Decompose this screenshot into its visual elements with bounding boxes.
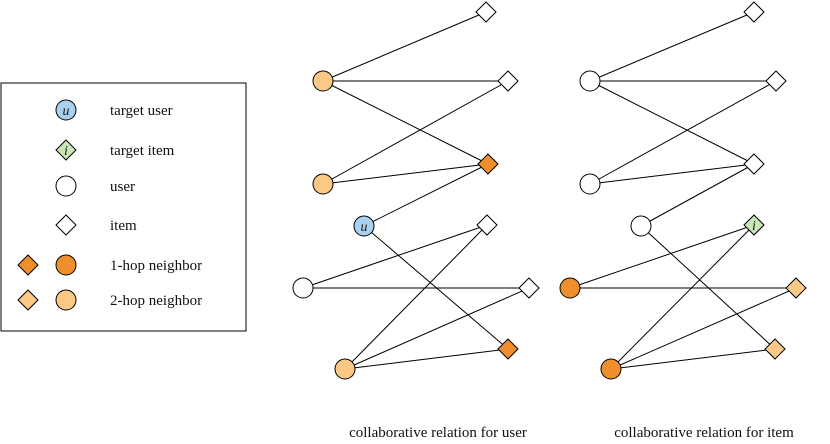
user-node <box>312 70 334 92</box>
item-node <box>497 70 519 92</box>
target-user-symbol: u <box>361 220 368 235</box>
edge-u3-i3 <box>640 163 755 227</box>
edge-u1-i3 <box>322 80 489 165</box>
item-node <box>743 153 765 175</box>
edge-u1-i1 <box>589 11 755 82</box>
user-node <box>292 277 314 299</box>
legend-hop1-label: 1-hop neighbor <box>110 258 202 274</box>
user-node <box>579 173 601 195</box>
legend-target-user-symbol: u <box>63 104 70 119</box>
edge-u5-i5 <box>610 287 797 370</box>
item-node <box>743 214 765 236</box>
legend-hop1-item-icon <box>17 254 39 276</box>
item-node <box>518 277 540 299</box>
user-node <box>630 215 652 237</box>
legend-target-user-icon <box>55 99 77 121</box>
item-node <box>477 153 499 175</box>
item-node <box>476 214 498 236</box>
legend-hop2-user-icon <box>55 289 77 311</box>
legend-item-label: item <box>110 218 137 234</box>
edge-u5-i4 <box>610 224 755 370</box>
item-node <box>743 1 765 23</box>
caption-user-relation: collaborative relation for user <box>349 425 527 441</box>
panel-user-relation: u <box>292 1 540 380</box>
legend-hop2-label: 2-hop neighbor <box>110 293 202 309</box>
panel-item-relation: i <box>559 1 807 380</box>
caption-item-relation: collaborative relation for item <box>614 425 794 441</box>
legend-frame <box>0 82 247 332</box>
edge-u1-i1 <box>322 11 487 82</box>
edge-u5-i6 <box>610 348 776 370</box>
item-node <box>475 1 497 23</box>
user-node <box>334 358 356 380</box>
edge-u4-i4 <box>569 224 755 289</box>
user-node <box>559 277 581 299</box>
legend: u target user i target item user item 1-… <box>0 82 247 332</box>
legend-user-label: user <box>110 179 135 195</box>
edge-u5-i6 <box>344 348 509 370</box>
edge-u4-i4 <box>302 224 488 289</box>
user-node <box>353 215 375 237</box>
legend-hop2-item-icon <box>17 289 39 311</box>
legend-target-item-symbol: i <box>64 144 68 159</box>
user-node <box>579 70 601 92</box>
legend-target-item-icon <box>55 139 77 161</box>
edge-u2-i3 <box>589 163 755 185</box>
legend-target-user-label: target user <box>110 103 173 119</box>
item-node <box>497 338 519 360</box>
user-node <box>312 173 334 195</box>
legend-user-icon <box>55 175 77 197</box>
legend-item-icon <box>55 214 77 236</box>
legend-hop1-user-icon <box>55 254 77 276</box>
target-item-symbol: i <box>752 219 756 234</box>
legend-target-item-label: target item <box>110 143 175 159</box>
item-node <box>785 277 807 299</box>
edge-u2-i3 <box>322 163 489 185</box>
edge-u3-i3 <box>363 163 489 227</box>
user-node <box>600 358 622 380</box>
edge-u5-i4 <box>344 224 488 370</box>
item-node <box>764 338 786 360</box>
item-node <box>765 70 787 92</box>
edge-u5-i5 <box>344 287 530 370</box>
edge-u1-i3 <box>589 80 755 165</box>
edge-u2-i2 <box>589 80 777 185</box>
edge-u2-i2 <box>322 80 509 185</box>
